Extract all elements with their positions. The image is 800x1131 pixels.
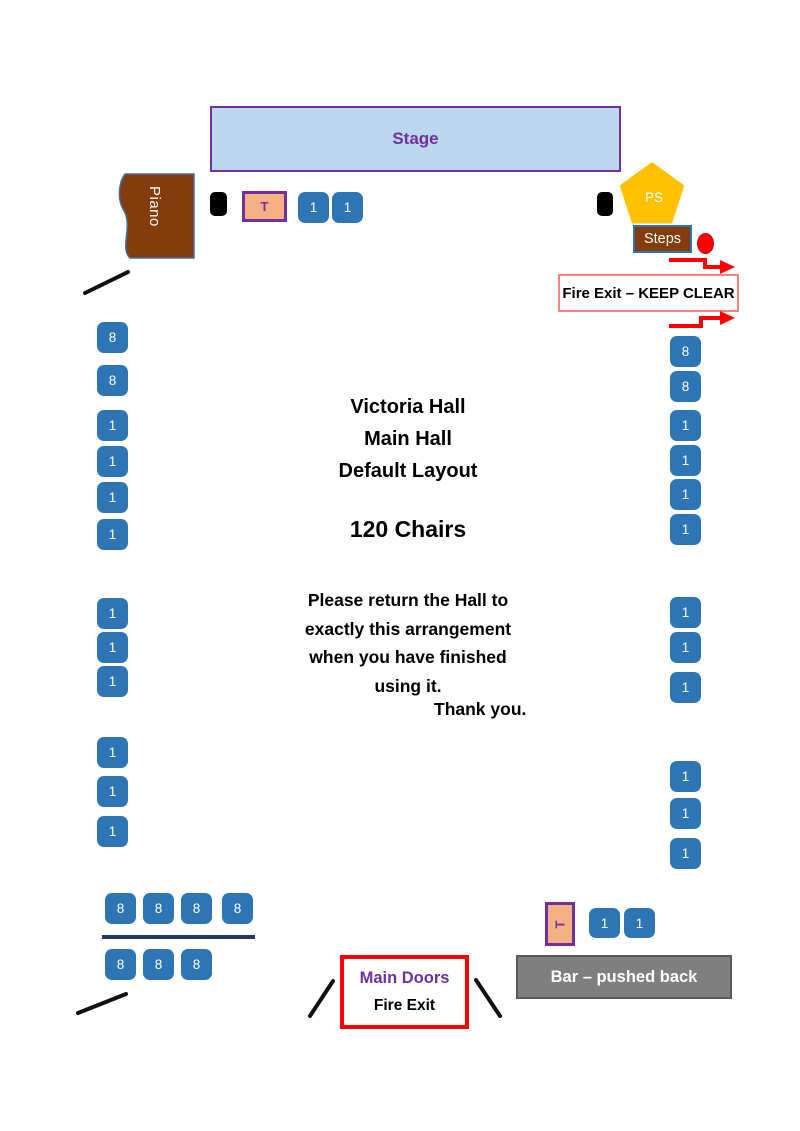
chair: 8: [105, 893, 136, 924]
chair: 1: [298, 192, 329, 223]
chair: 1: [97, 446, 128, 477]
piano-shape: [118, 173, 195, 259]
table-top-label: T: [260, 199, 269, 214]
door-swing-line-top-left: [83, 270, 130, 295]
chair: 1: [97, 482, 128, 513]
hall-title-line: Default Layout: [338, 460, 478, 482]
chair: 1: [624, 908, 655, 938]
bar: Bar – pushed back: [516, 955, 732, 999]
ps-label: PS: [644, 190, 663, 205]
chair: 8: [222, 893, 253, 924]
piano-label: Piano: [146, 186, 163, 227]
return-notice-line: when you have finished: [309, 647, 507, 667]
chair: 1: [97, 776, 128, 807]
door-swing-line-bottom-left: [76, 992, 128, 1015]
chair: 1: [97, 666, 128, 697]
chair: 1: [589, 908, 620, 938]
chair: 1: [332, 192, 363, 223]
chair: 1: [670, 479, 701, 510]
chair: 8: [97, 322, 128, 353]
chair: 8: [181, 893, 212, 924]
table-bottom: T: [545, 902, 575, 946]
fire-exit-sign: Fire Exit – KEEP CLEAR: [558, 274, 739, 312]
chair: 8: [670, 336, 701, 367]
chair: 1: [670, 838, 701, 869]
chair: 1: [670, 761, 701, 792]
return-notice-line: Please return the Hall to: [307, 590, 509, 610]
chair: 8: [670, 371, 701, 402]
hall-title-line: Victoria Hall: [350, 396, 466, 418]
speaker-icon: [597, 192, 613, 216]
fire-exit-sign-label: Fire Exit – KEEP CLEAR: [562, 284, 735, 302]
chair: 1: [97, 410, 128, 441]
stage: Stage: [210, 106, 621, 172]
main-doors-label: Main Doors: [359, 969, 450, 987]
chair: 1: [670, 410, 701, 441]
hall-title-line: Main Hall: [364, 428, 452, 450]
table-divider-line: [102, 935, 255, 939]
return-notice-line: using it.: [374, 675, 442, 696]
chair-count: 120 Chairs: [349, 516, 467, 542]
chair: 1: [670, 632, 701, 663]
speaker-icon: [210, 192, 227, 216]
steps: Steps: [633, 225, 692, 253]
chair: 1: [670, 672, 701, 703]
chair: 1: [670, 445, 701, 476]
chair: 1: [97, 598, 128, 629]
main-doors-sign: Main Doors Fire Exit: [340, 955, 469, 1029]
hall-title: Victoria Hall Main Hall Default Layout: [278, 391, 538, 487]
chair: 1: [97, 816, 128, 847]
table-bottom-label: T: [552, 920, 568, 928]
red-marker-icon: [697, 233, 714, 254]
main-doors-fire-exit-label: Fire Exit: [373, 997, 436, 1014]
chair: 8: [143, 949, 174, 980]
fire-exit-arrow-top: [669, 258, 735, 274]
chair: 1: [97, 632, 128, 663]
chair: 8: [143, 893, 174, 924]
chair: 1: [670, 514, 701, 545]
fire-exit-arrow-bottom: [669, 311, 735, 328]
chair: 1: [670, 597, 701, 628]
ps-pentagon-shape: [619, 162, 685, 224]
bar-label: Bar – pushed back: [550, 967, 698, 986]
stage-label: Stage: [392, 129, 439, 148]
table-top: T: [242, 191, 287, 222]
thank-you-text: Thank you.: [434, 699, 527, 719]
chair: 1: [97, 737, 128, 768]
chair: 1: [670, 798, 701, 829]
chair: 8: [181, 949, 212, 980]
door-swing-line-main-right: [474, 978, 502, 1018]
steps-label: Steps: [643, 231, 682, 247]
chair: 1: [97, 519, 128, 550]
return-notice-line: exactly this arrangement: [304, 618, 512, 639]
chair: 8: [97, 365, 128, 396]
chair: 8: [105, 949, 136, 980]
door-swing-line-main-left: [308, 979, 335, 1018]
return-notice: Please return the Hall to exactly this a…: [268, 586, 548, 700]
